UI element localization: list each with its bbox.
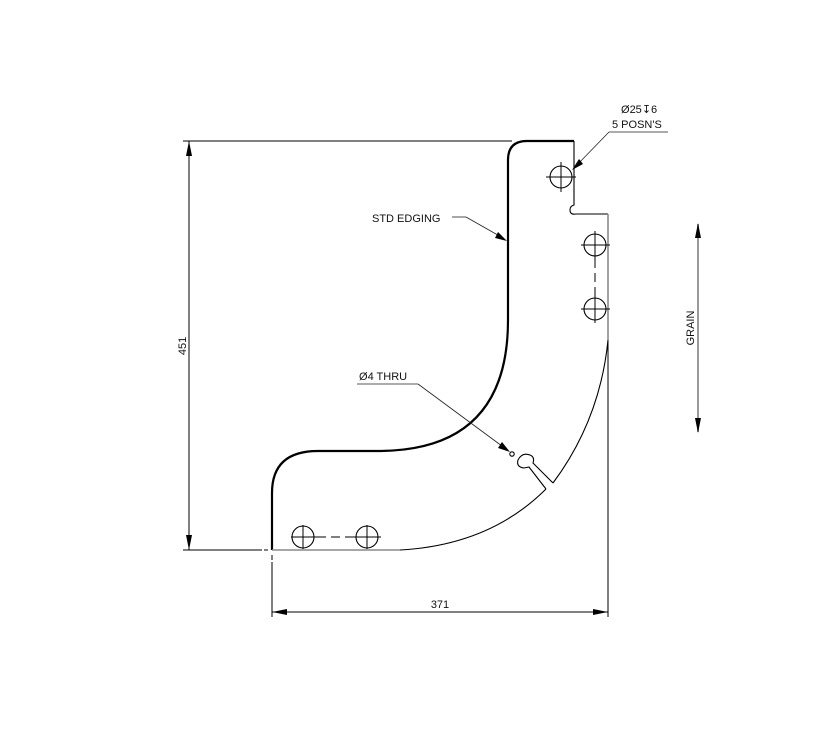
hole-top [546,162,576,192]
edging-label: STD EDGING [372,213,440,225]
height-dimension-value: 451 [177,337,189,355]
keyhole-slot [517,453,554,490]
arrowhead-icon [272,609,287,615]
thru-hole-callout: Ø4 THRU [357,371,510,452]
arrowhead-icon [695,418,701,433]
callout-leader [575,131,610,167]
arrowhead-icon [495,232,507,241]
depth-symbol-icon: ↧ [642,104,651,116]
grain-label: GRAIN [685,311,697,346]
counterbore-diameter: 25 [630,104,642,116]
arrowhead-icon [498,442,510,452]
hole-right-lower [581,295,610,323]
hole-bottom-right [353,525,381,549]
arrowhead-icon [695,223,701,238]
edged-profile [270,139,574,550]
hole-right-upper [581,231,610,259]
arrowhead-icon [593,609,608,615]
hole-bottom-left [291,525,317,549]
thru-leader [417,383,507,450]
diameter-symbol-icon: Ø [621,104,630,116]
grain-direction-arrow: GRAIN [685,223,701,433]
height-dimension: 451 [177,140,512,551]
counterbore-callout: Ø25↧6 5 POSN'S [572,104,668,170]
outer-right-arc [552,339,609,484]
counterbore-spec: Ø25↧6 [621,104,657,116]
outer-lower-arc [399,488,547,551]
width-dimension: 371 [271,340,609,617]
counterbore-depth: 6 [651,104,657,116]
thru-hole [509,451,515,457]
top-right-edge [569,141,608,215]
diameter-symbol-icon: Ø [359,371,368,383]
part-outline [270,139,609,551]
thru-hole-size: 4 THRU [368,371,408,383]
counterbore-holes [291,162,610,549]
arrowhead-icon [186,535,192,550]
arrowhead-icon [572,159,583,170]
thru-hole-label: Ø4 THRU [359,371,407,383]
edging-callout: STD EDGING [372,213,507,241]
arrowhead-icon [186,141,192,156]
width-dimension-value: 371 [431,599,449,611]
counterbore-positions: 5 POSN'S [612,119,662,131]
